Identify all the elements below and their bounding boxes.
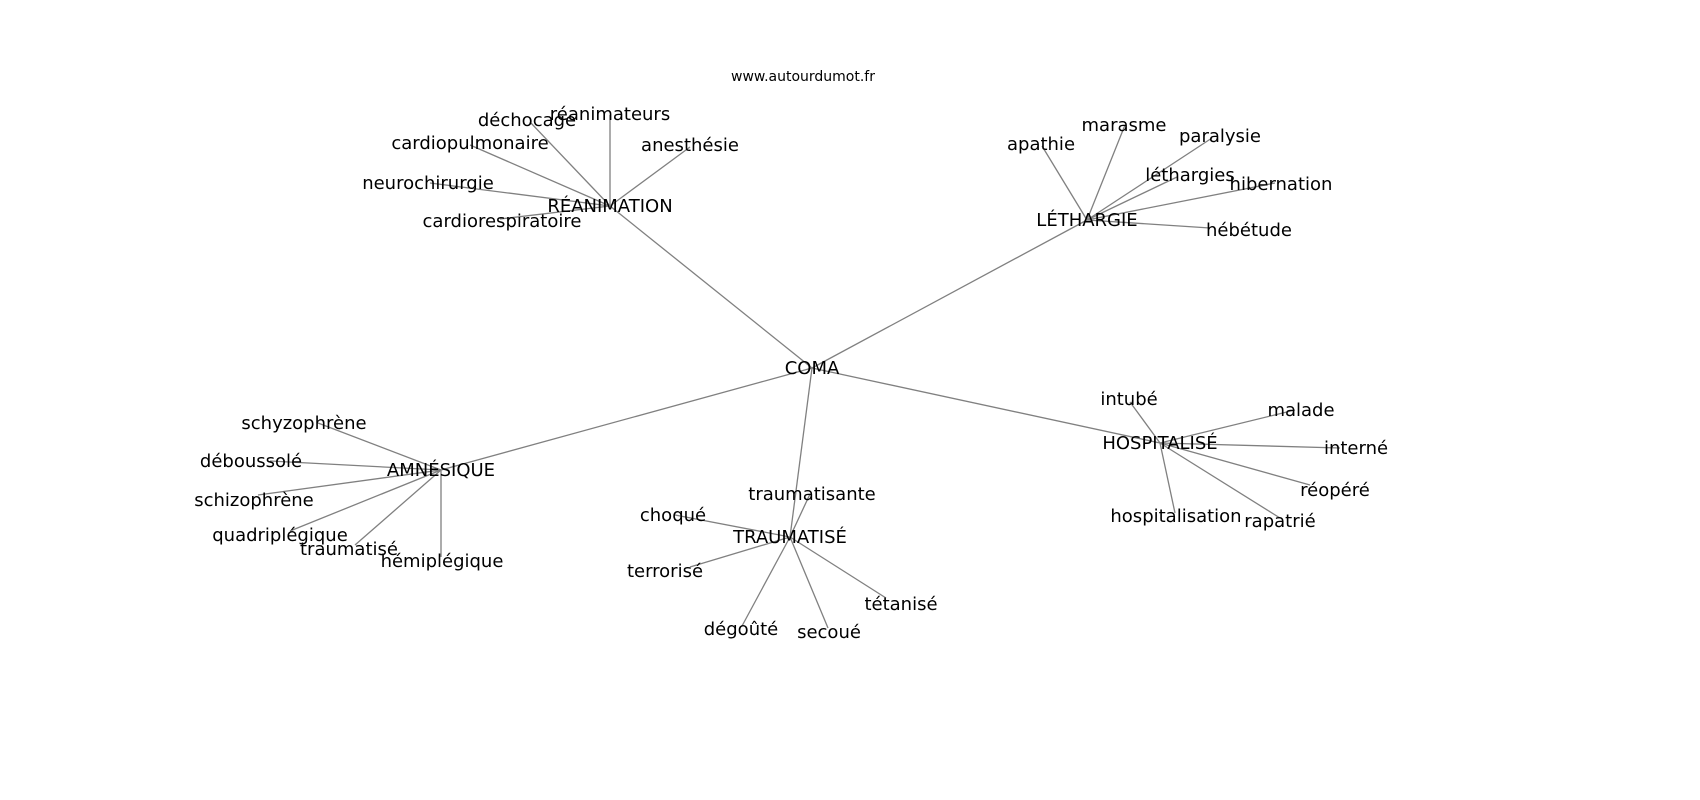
leaf-node[interactable]: hospitalisation bbox=[1110, 506, 1241, 527]
leaf-node[interactable]: anesthésie bbox=[641, 135, 739, 156]
hub-node[interactable]: AMNÉSIQUE bbox=[387, 459, 495, 481]
leaf-node[interactable]: déboussolé bbox=[200, 451, 302, 472]
edge-hub-leaf bbox=[1159, 409, 1296, 444]
edge-hub-leaf bbox=[1129, 401, 1161, 444]
leaf-node[interactable]: réopéré bbox=[1300, 480, 1370, 501]
leaf-node[interactable]: schyzophrène bbox=[241, 413, 366, 434]
edge-hub-leaf bbox=[674, 514, 791, 538]
edge-hub-leaf bbox=[1159, 442, 1281, 519]
edge-hub-leaf bbox=[1086, 219, 1211, 229]
edge-root-hub bbox=[440, 367, 813, 471]
leaf-node[interactable]: intubé bbox=[1100, 389, 1157, 410]
leaf-node[interactable]: secoué bbox=[797, 622, 861, 643]
edge-hub-leaf bbox=[429, 182, 611, 207]
leaf-node[interactable]: léthargies bbox=[1145, 165, 1235, 186]
edge-root-hub bbox=[609, 205, 813, 369]
edge-hub-leaf bbox=[1159, 442, 1176, 514]
leaf-node[interactable]: schizophrène bbox=[194, 490, 314, 511]
leaf-node[interactable]: marasme bbox=[1082, 115, 1167, 136]
edge-root-hub bbox=[789, 367, 813, 538]
leaf-node[interactable]: hibernation bbox=[1230, 174, 1333, 195]
edge-hub-leaf bbox=[354, 469, 442, 546]
edge-hub-leaf bbox=[1159, 442, 1311, 486]
edge-hub-leaf bbox=[1086, 182, 1276, 221]
leaf-node[interactable]: déchocage bbox=[478, 110, 576, 131]
edge-hub-leaf bbox=[741, 536, 791, 627]
leaf-node[interactable]: rapatrié bbox=[1244, 511, 1315, 532]
leaf-node[interactable]: dégoûté bbox=[704, 619, 778, 640]
edge-hub-leaf bbox=[529, 121, 611, 207]
edge-hub-leaf bbox=[257, 469, 442, 496]
leaf-node[interactable]: traumatisante bbox=[748, 484, 875, 505]
edge-hub-leaf bbox=[609, 146, 691, 207]
leaf-node[interactable]: cardiorespiratoire bbox=[423, 211, 582, 232]
edge-hub-leaf bbox=[1086, 137, 1213, 221]
leaf-node[interactable]: paralysie bbox=[1179, 126, 1261, 147]
leaf-node[interactable]: traumatisé bbox=[300, 539, 398, 560]
site-title: www.autourdumot.fr bbox=[731, 69, 875, 85]
hub-node[interactable]: LÉTHARGIE bbox=[1036, 209, 1137, 231]
edge-hub-leaf bbox=[789, 493, 811, 538]
edge-hub-leaf bbox=[1086, 124, 1126, 221]
hub-node[interactable]: TRAUMATISÉ bbox=[732, 526, 847, 548]
edge-hub-leaf bbox=[1086, 176, 1178, 221]
leaf-node[interactable]: terrorisé bbox=[627, 561, 703, 582]
edge-hub-leaf bbox=[1041, 145, 1088, 221]
edge-hub-leaf bbox=[499, 205, 611, 220]
edge-hub-leaf bbox=[289, 469, 442, 532]
edge-hub-leaf bbox=[317, 422, 442, 471]
leaf-node[interactable]: quadriplégique bbox=[212, 525, 348, 546]
leaf-node[interactable]: tétanisé bbox=[864, 594, 937, 615]
edge-hub-leaf bbox=[269, 460, 442, 471]
edge-hub-leaf bbox=[789, 536, 829, 629]
edge-hub-leaf bbox=[789, 536, 887, 599]
edge-hub-leaf bbox=[689, 536, 791, 568]
leaf-node[interactable]: apathie bbox=[1007, 134, 1075, 155]
edge-hub-leaf bbox=[1159, 442, 1341, 449]
leaf-node[interactable]: réanimateurs bbox=[550, 104, 670, 125]
leaf-node[interactable]: malade bbox=[1267, 400, 1334, 421]
leaf-node[interactable]: interné bbox=[1324, 438, 1388, 459]
leaf-node[interactable]: choqué bbox=[640, 505, 706, 526]
hub-node[interactable]: HOSPITALISÉ bbox=[1102, 432, 1217, 454]
leaf-node[interactable]: cardiopulmonaire bbox=[391, 133, 548, 154]
edges bbox=[257, 115, 1341, 629]
edge-hub-leaf bbox=[469, 144, 611, 207]
root-node[interactable]: COMA bbox=[785, 358, 840, 379]
leaf-node[interactable]: hémiplégique bbox=[381, 551, 504, 572]
hub-node[interactable]: RÉANIMATION bbox=[547, 195, 672, 217]
leaf-node[interactable]: neurochirurgie bbox=[362, 173, 494, 194]
edge-root-hub bbox=[811, 219, 1088, 369]
edge-root-hub bbox=[811, 367, 1161, 444]
leaf-node[interactable]: hébétude bbox=[1206, 220, 1292, 241]
